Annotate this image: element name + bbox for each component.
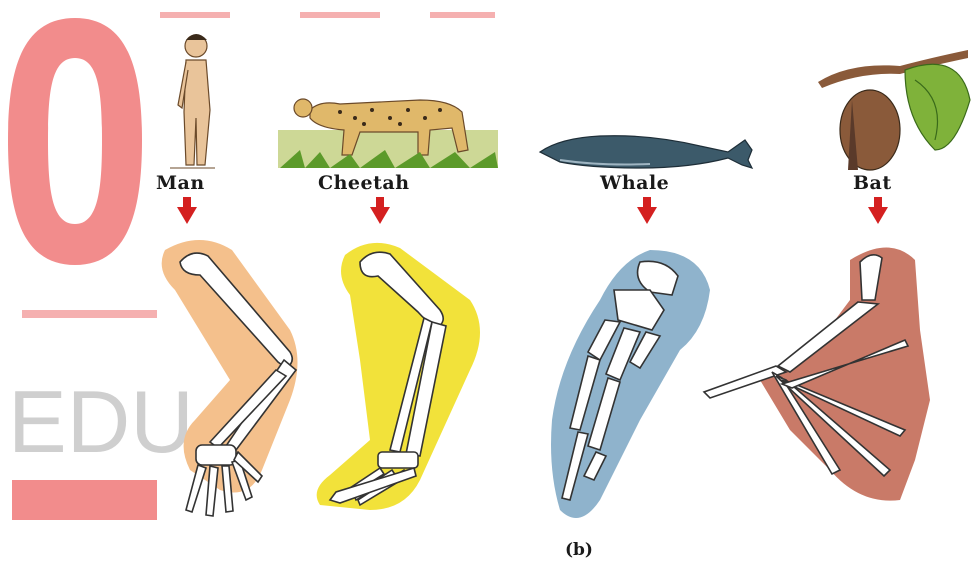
arrow-bat <box>868 197 888 224</box>
bat-limb-background <box>760 248 930 501</box>
figure-caption: (b) <box>565 540 593 560</box>
whale-figure <box>540 136 752 168</box>
bat-limb <box>704 248 930 501</box>
whale-limb <box>551 250 710 518</box>
watermark-text: EDU <box>8 372 194 471</box>
label-bat: Bat <box>853 172 892 194</box>
watermark-bar-mid <box>22 310 157 318</box>
arrow-man <box>177 197 197 224</box>
cheetah-figure <box>278 99 498 168</box>
arrow-whale <box>637 197 657 224</box>
watermark-bar-top <box>160 12 230 18</box>
label-man: Man <box>156 172 205 194</box>
watermark-bar-bottom <box>12 480 157 520</box>
arrow-cheetah <box>370 197 390 224</box>
cheetah-limb <box>317 243 480 510</box>
watermark-bar-top-3 <box>430 12 495 18</box>
watermark-zero-shape <box>8 18 142 265</box>
watermark-bar-top-2 <box>300 12 380 18</box>
label-whale: Whale <box>600 172 669 194</box>
label-cheetah: Cheetah <box>318 172 410 194</box>
bat-figure <box>818 50 970 170</box>
man-figure <box>170 34 215 168</box>
